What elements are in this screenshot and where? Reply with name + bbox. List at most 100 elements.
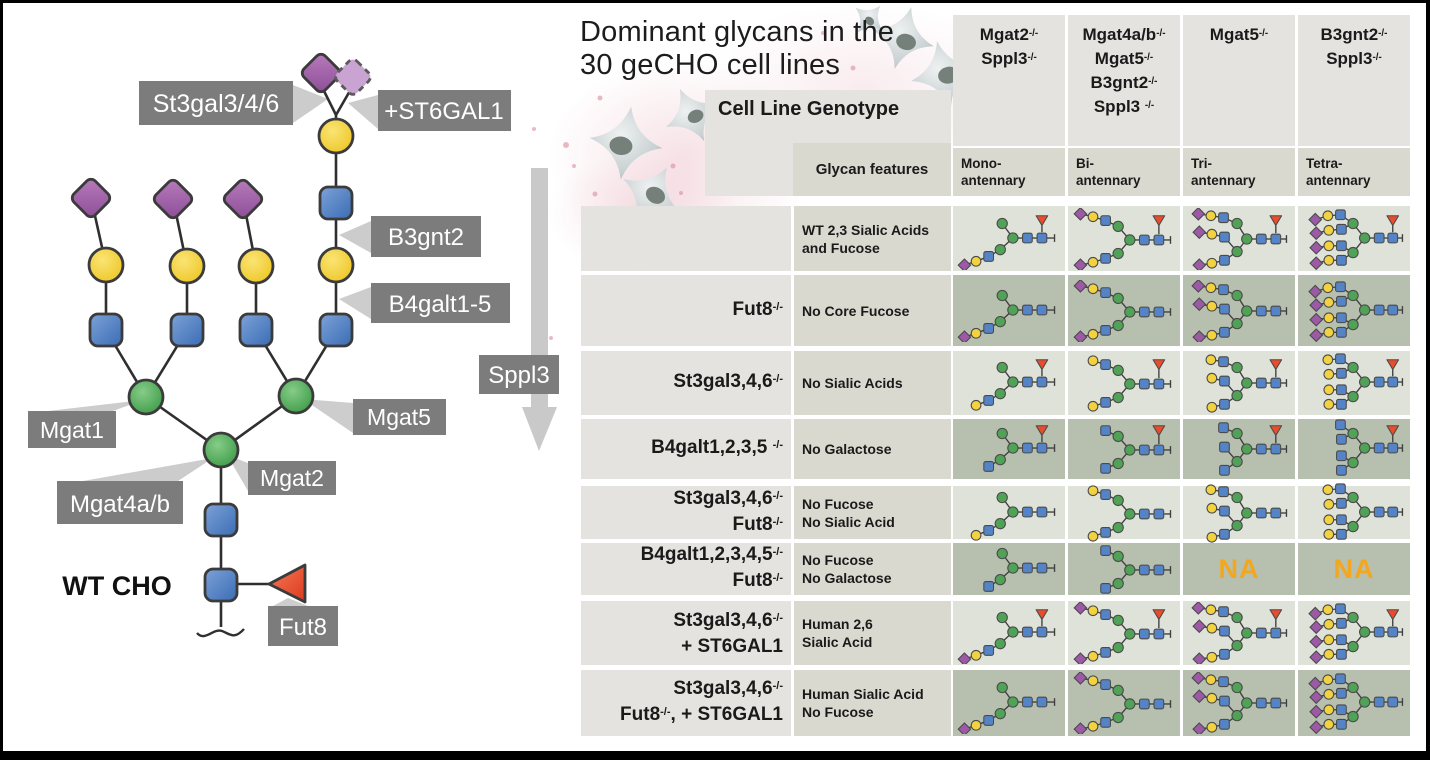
feature-line: No Sialic Acids [802, 375, 903, 391]
glycan-cell-r6-mono [953, 543, 1065, 595]
antennary-label-line: antennary [1191, 173, 1256, 188]
feature-line: No Sialic Acid [802, 513, 895, 530]
glycan-cell-r4-tetra [1298, 419, 1410, 479]
glycan-features-header: Glycan features [793, 143, 951, 196]
glycan-structure [1100, 545, 1172, 594]
glycan-cell-r4-mono [953, 419, 1065, 479]
mgat2-label-text: Mgat2 [260, 465, 324, 491]
glycan-structure [957, 609, 1056, 664]
b3gnt2-label-text: B3gnt2 [388, 224, 464, 251]
glycan-structure [1308, 208, 1404, 270]
glycan-cell-r3-tetra [1298, 351, 1410, 415]
glycan-structure [1308, 673, 1404, 734]
glycan-structure [1322, 353, 1404, 410]
glycan-structure [1308, 603, 1404, 664]
glycan-structure [1073, 602, 1172, 664]
title-line-2: 30 geCHO cell lines [580, 49, 841, 81]
feature-line: No Fucose [802, 552, 874, 568]
glycan-features-text: Glycan features [815, 161, 929, 178]
genotype-cell-row-6: B4galt1,2,3,4,5-/-Fut8-/- [581, 543, 791, 595]
glycan-structure [1191, 672, 1288, 734]
genotype-cell-row-4: B4galt1,2,3,5 -/- [581, 419, 791, 479]
feature-line: and Fucose [802, 239, 880, 256]
glycan-cell-r3-tri [1183, 351, 1295, 415]
glycan-structure [957, 289, 1056, 342]
glycan-cell-r2-tri [1183, 275, 1295, 346]
glycan-structure [957, 214, 1056, 270]
genotype-cell-row-8: St3gal3,4,6-/-Fut8-/-, + ST6GAL1 [581, 670, 791, 736]
antennary-label-line: Mono- [961, 156, 1002, 171]
feature-line: WT 2,3 Sialic Acids [802, 221, 930, 238]
glcnac-node [318, 185, 354, 221]
glycan-cell-r5-tri [1183, 483, 1295, 543]
antennary-label-line: Tri- [1191, 156, 1213, 171]
antennary-header-tetra: Tetra-antennary [1298, 148, 1410, 196]
st3gal-label-text: St3gal3/4/6 [153, 90, 280, 118]
glycan-structure [1218, 422, 1288, 476]
glycan-structure [1087, 484, 1172, 542]
label-sppl3: Sppl3 [479, 355, 559, 394]
glycan-cell-r8-bi [1068, 670, 1180, 736]
label-fut8: Fut8 [268, 606, 338, 646]
glycan-structure [1335, 419, 1404, 476]
column-header-tetra: B3gnt2-/-Sppl3-/- [1298, 15, 1410, 146]
glycan-structure [983, 425, 1056, 472]
feature-line: Human Sialic Acid [802, 686, 924, 702]
feature-line: No Core Fucose [802, 302, 910, 319]
antennary-label-line: antennary [1076, 173, 1141, 188]
glycan-cell-r3-mono [953, 351, 1065, 415]
genotype-cell-row-1 [581, 206, 791, 271]
feature-line: Sialic Acid [802, 634, 873, 650]
glycan-structure [1191, 207, 1288, 270]
callout-swooshes [48, 85, 378, 606]
feature-line: No Galactose [802, 441, 892, 457]
glycan-structure [1073, 279, 1172, 342]
glycan-cell-r7-tetra [1298, 601, 1410, 665]
sppl3-arrow [522, 168, 557, 451]
antennary-header-bi: Bi-antennary [1068, 148, 1180, 196]
antennary-header-tri: Tri-antennary [1183, 148, 1295, 196]
mgat1-label-text: Mgat1 [40, 417, 104, 443]
feature-line: No Fucose [802, 704, 874, 720]
glycan-cell-r7-tri [1183, 601, 1295, 665]
na-value: NA [1218, 553, 1260, 584]
galactose-node [317, 117, 355, 155]
feature-line: No Fucose [802, 495, 874, 512]
antennary-label-line: Tetra- [1306, 156, 1343, 171]
glycan-cell-r7-bi [1068, 601, 1180, 665]
glycan-cell-r2-mono [953, 275, 1065, 346]
st6gal1-label-text: +ST6GAL1 [384, 98, 503, 125]
antennary-label-line: Bi- [1076, 156, 1094, 171]
glycan-structure [1100, 425, 1172, 474]
antennary-label-line: antennary [1306, 173, 1371, 188]
label-mgat4ab: Mgat4a/b [57, 481, 183, 524]
feature-line: Human 2,6 [802, 616, 873, 632]
glycan-cell-r1-tri [1183, 206, 1295, 271]
antennary-header-mono: Mono-antennary [953, 148, 1065, 196]
glycan-cell-r8-mono [953, 670, 1065, 736]
feature-cell-row-2: No Core Fucose [794, 275, 951, 346]
label-st3gal: St3gal3/4/6 [139, 81, 293, 125]
genotype-cell-row-5: St3gal3,4,6-/-Fut8-/- [581, 486, 791, 539]
glycan-cell-r1-bi [1068, 206, 1180, 271]
glycan-structure [1073, 207, 1172, 270]
glycan-structure [1191, 279, 1288, 342]
feature-cell-row-3: No Sialic Acids [794, 351, 951, 415]
glycan-cell-r6-tri: NA [1183, 543, 1295, 595]
glycan-cell-r3-bi [1068, 351, 1180, 415]
glycan-structure [983, 547, 1056, 592]
title-line-1: Dominant glycans in the [580, 16, 895, 48]
label-mgat1: Mgat1 [28, 411, 116, 448]
label-mgat2: Mgat2 [248, 461, 336, 495]
sppl3-label-text: Sppl3 [488, 362, 549, 389]
glycan-cell-r5-mono [953, 486, 1065, 541]
glycan-structure [1087, 355, 1172, 412]
fut8-label-text: Fut8 [279, 614, 327, 641]
glycan-cell-r8-tri [1183, 670, 1295, 736]
genotype-cell-row-2: Fut8-/- [581, 275, 791, 346]
